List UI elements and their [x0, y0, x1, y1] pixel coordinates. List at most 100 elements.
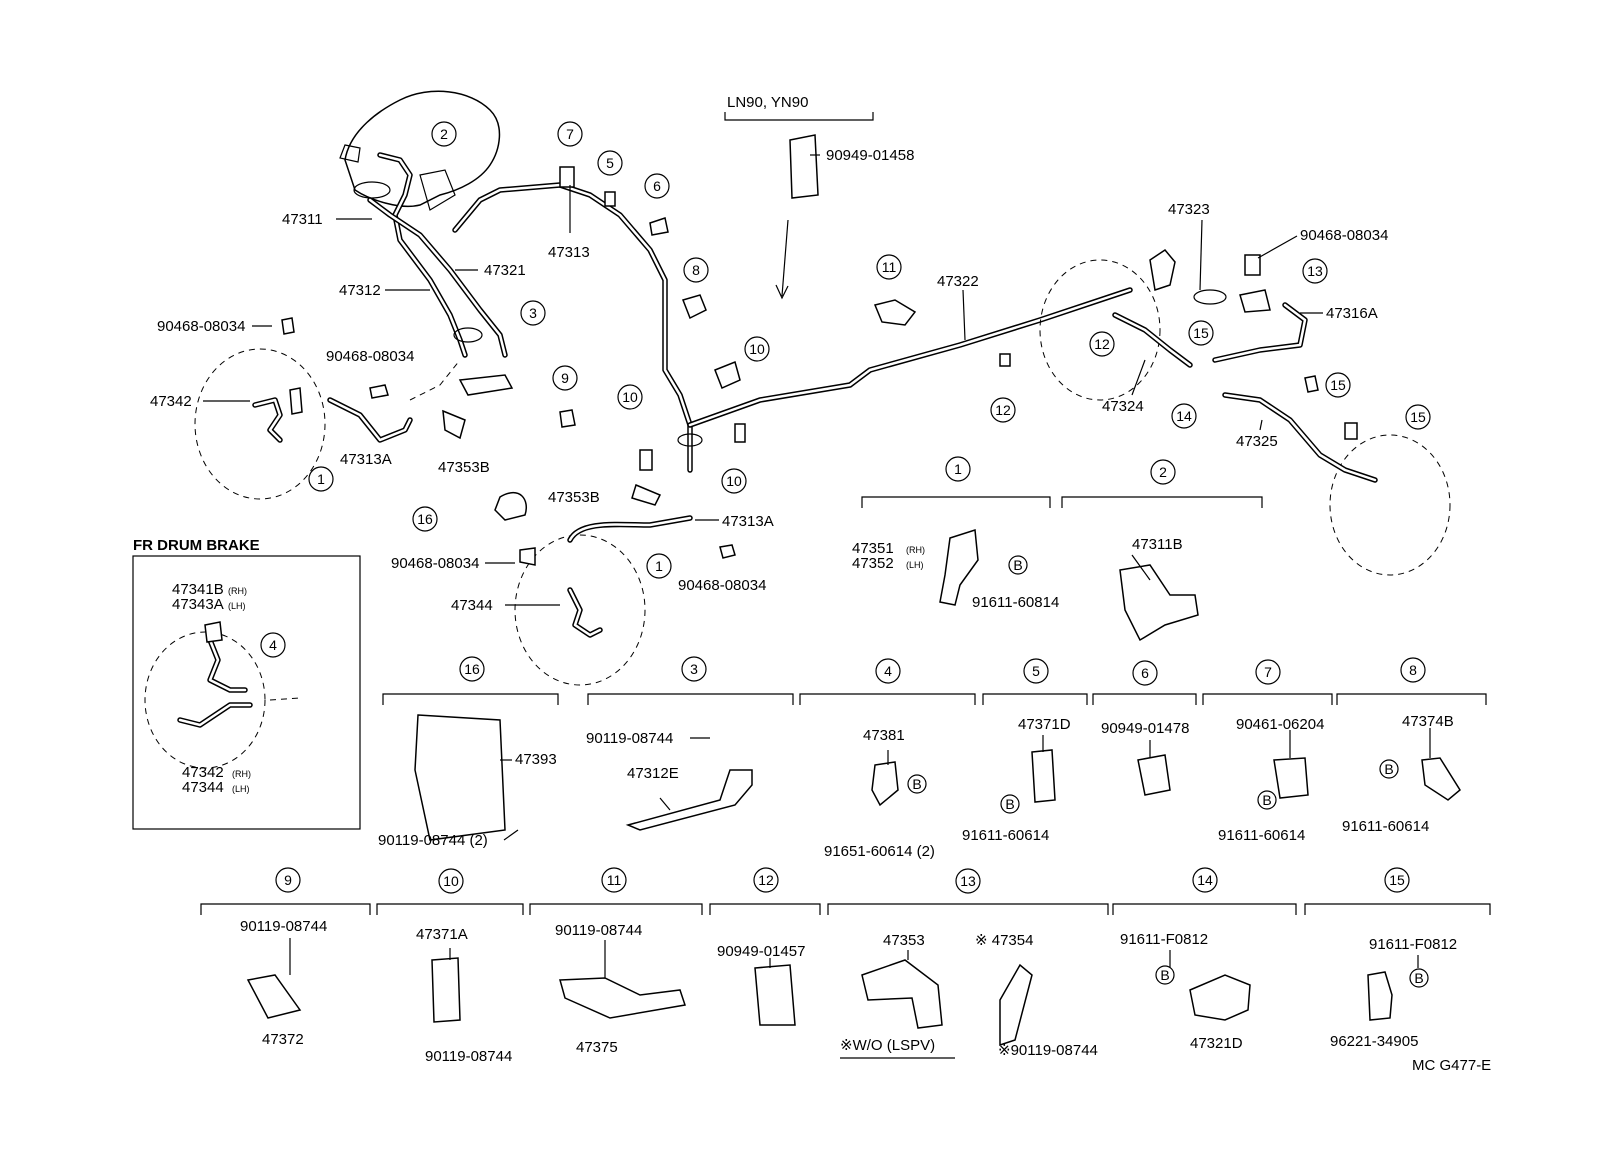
label-47311: 47311: [282, 211, 323, 228]
label-47374b: 47374B: [1402, 713, 1454, 730]
callout-10-c: 10: [726, 473, 742, 489]
label-47344: 47344: [451, 597, 493, 614]
b-marker-g14: B: [1160, 967, 1169, 983]
label-47375: 47375: [576, 1039, 618, 1056]
label-g1-rh: (RH): [906, 545, 925, 555]
label-90468-08034-c: 90468-08034: [391, 555, 479, 572]
label-wo-lspv: ※W/O (LSPV): [840, 1037, 935, 1054]
label-47371a: 47371A: [416, 926, 468, 943]
callout-10-a: 10: [749, 341, 765, 357]
label-g1-lh: (LH): [906, 560, 924, 570]
label-fr-47342: 47342: [182, 764, 224, 781]
label-90949-01458: 90949-01458: [826, 147, 914, 164]
callout-9: 9: [561, 370, 569, 386]
label-g14-91611: 91611-F0812: [1120, 931, 1208, 948]
group-callout-16: 16: [464, 661, 480, 677]
leader-lines: [203, 154, 1431, 978]
callout-8: 8: [692, 262, 700, 278]
label-47316a: 47316A: [1326, 305, 1378, 322]
group-part-sketches: [246, 529, 1461, 1047]
label-47322: 47322: [937, 273, 979, 290]
callout-4-a: 4: [269, 637, 277, 653]
callout-15-a: 15: [1193, 325, 1209, 341]
label-47371d: 47371D: [1018, 716, 1071, 733]
callout-16-a: 16: [417, 511, 433, 527]
callout-6: 6: [653, 178, 661, 194]
rear-main-line: [687, 287, 1133, 428]
callout-10-b: 10: [622, 389, 638, 405]
label-90468-08034-b: 90468-08034: [326, 348, 414, 365]
label-47321d: 47321D: [1190, 1035, 1243, 1052]
group-callout-2: 2: [1159, 464, 1167, 480]
label-g11-90119: 90119-08744: [555, 922, 642, 939]
label-fr-rh-1: (RH): [228, 586, 247, 596]
label-47353: 47353: [883, 932, 925, 949]
label-47342: 47342: [150, 393, 192, 410]
master-cylinder-booster: [339, 90, 501, 211]
label-47353b-a: 47353B: [438, 459, 490, 476]
label-g9-90119: 90119-08744: [240, 918, 327, 935]
callout-15-c: 15: [1410, 409, 1426, 425]
callout-7: 7: [566, 126, 574, 142]
group-callout-5: 5: [1032, 663, 1040, 679]
front-left-wheel: [194, 348, 461, 500]
bolt-b-markers: B B B B B B B: [907, 555, 1429, 988]
label-fr-lh-2: (LH): [232, 784, 250, 794]
label-g10-90119: 90119-08744: [425, 1048, 512, 1065]
label-47313a-a: 47313A: [340, 451, 392, 468]
group-brackets: [200, 496, 1491, 1059]
label-fr-rh-2: (RH): [232, 769, 251, 779]
label-90468-08034-d: 90468-08034: [678, 577, 766, 594]
label-90468-08034-e: 90468-08034: [1300, 227, 1388, 244]
label-91651-60614: 91651-60614 (2): [824, 843, 935, 860]
group-callout-1: 1: [954, 461, 962, 477]
label-47343a: 47343A: [172, 596, 224, 613]
callout-1-b: 1: [655, 558, 663, 574]
label-91611-60814: 91611-60814: [972, 594, 1059, 611]
group-callout-8: 8: [1409, 662, 1417, 678]
label-g7-91611: 91611-60614: [1218, 827, 1305, 844]
label-g3-90119: 90119-08744: [586, 730, 673, 747]
label-47312e: 47312E: [627, 765, 679, 782]
group-callout-9: 9: [284, 872, 292, 888]
callout-11: 11: [882, 259, 897, 275]
label-g8-91611: 91611-60614: [1342, 818, 1429, 835]
b-marker-g4: B: [912, 776, 921, 792]
label-fr-lh-1: (LH): [228, 601, 246, 611]
label-g5-91611: 91611-60614: [962, 827, 1049, 844]
label-fr-47344: 47344: [182, 779, 224, 796]
callout-12-b: 12: [995, 402, 1011, 418]
label-47381: 47381: [863, 727, 905, 744]
fr-drum-brake-inset: [132, 555, 361, 830]
group-callout-7: 7: [1264, 664, 1272, 680]
group-callout-13: 13: [960, 873, 976, 889]
group-callout-12: 12: [758, 872, 774, 888]
callout-3: 3: [529, 305, 537, 321]
label-47313: 47313: [548, 244, 590, 261]
variant-arrow: [724, 112, 874, 300]
b-marker-g5: B: [1005, 796, 1014, 812]
reference-code: MC G477-E: [1412, 1057, 1491, 1074]
group-callout-3: 3: [690, 661, 698, 677]
label-90461-06204: 90461-06204: [1236, 716, 1324, 733]
label-47393: 47393: [515, 751, 557, 768]
b-marker-g15: B: [1414, 970, 1423, 986]
label-mark-90119: ※90119-08744: [998, 1042, 1098, 1059]
label-47321: 47321: [484, 262, 526, 279]
callout-1-a: 1: [317, 471, 325, 487]
main-clip-shapes: [281, 134, 1358, 566]
label-47372: 47372: [262, 1031, 304, 1048]
label-47341b: 47341B: [172, 581, 224, 598]
group-callout-11: 11: [607, 872, 622, 888]
fr-drum-brake-title: FR DRUM BRAKE: [133, 537, 260, 554]
callout-13-a: 13: [1307, 263, 1323, 279]
callout-14-a: 14: [1176, 408, 1192, 424]
label-47324: 47324: [1102, 398, 1144, 415]
callout-12-a: 12: [1094, 336, 1110, 352]
label-90468-08034-a: 90468-08034: [157, 318, 245, 335]
label-47353b-b: 47353B: [548, 489, 600, 506]
group-callout-14: 14: [1197, 872, 1213, 888]
label-mark-47354: ※ 47354: [975, 932, 1033, 949]
callout-2: 2: [440, 126, 448, 142]
